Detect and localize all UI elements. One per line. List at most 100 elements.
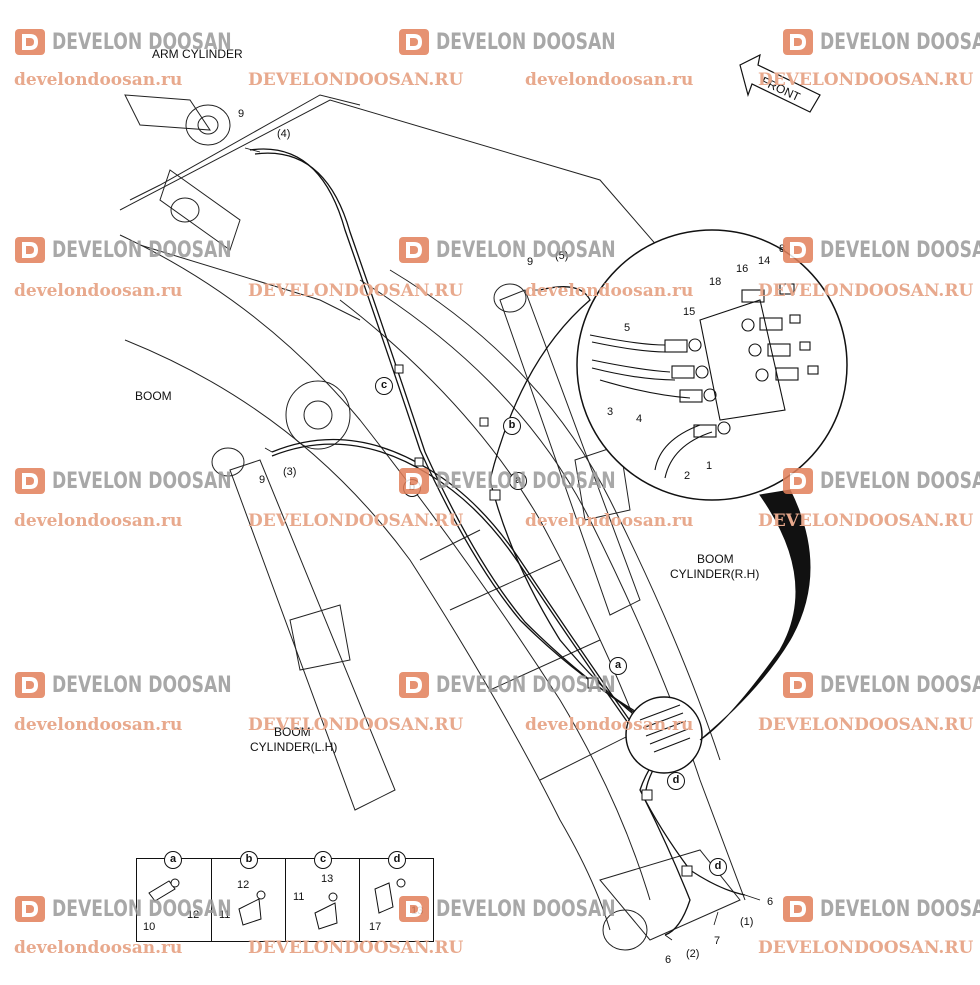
develon-logo-icon bbox=[399, 237, 429, 263]
fitting-row-4 bbox=[693, 283, 795, 438]
part-9-arm: 9 bbox=[238, 108, 245, 120]
develon-logo-icon bbox=[399, 468, 429, 494]
watermark-url: DEVELONDOOSAN.RU bbox=[248, 938, 464, 958]
watermark-brand: DEVELON DOOSAN bbox=[820, 896, 980, 922]
callout-d-upper: d bbox=[667, 772, 685, 790]
watermark-url: DEVELONDOOSAN.RU bbox=[758, 938, 974, 958]
develon-logo-icon bbox=[399, 29, 429, 55]
watermark-brand: DEVELON DOOSAN bbox=[436, 237, 616, 263]
part-7: 7 bbox=[714, 935, 721, 947]
watermark-logo: DEVELON DOOSAN bbox=[14, 669, 282, 701]
part-8: 8 bbox=[779, 243, 786, 255]
magnifier-pointer bbox=[699, 489, 811, 741]
boom-inner-1 bbox=[339, 299, 651, 761]
watermark-url: DEVELONDOOSAN.RU bbox=[248, 511, 464, 531]
part-3: 3 bbox=[607, 406, 614, 418]
watermark-logo: DEVELON DOOSAN bbox=[782, 893, 980, 925]
watermark-logo: DEVELON DOOSAN bbox=[398, 465, 666, 497]
detail-magnifier-small bbox=[625, 696, 703, 774]
watermark-url: DEVELONDOOSAN.RU bbox=[758, 281, 974, 301]
watermark-brand: DEVELON DOOSAN bbox=[820, 672, 980, 698]
callout-d-lower: d bbox=[709, 858, 727, 876]
develon-logo-icon bbox=[399, 672, 429, 698]
develon-logo-icon bbox=[15, 672, 45, 698]
hose-ref-2: (2) bbox=[686, 948, 700, 960]
boom-cross-2 bbox=[449, 559, 561, 611]
boom-cylinder-rh-label-line2: CYLINDER(R.H) bbox=[670, 567, 760, 581]
watermark-brand: DEVELON DOOSAN bbox=[436, 29, 616, 55]
detail-d-part-17: 17 bbox=[369, 921, 382, 933]
watermark-brand: DEVELON DOOSAN bbox=[436, 896, 616, 922]
detail-b-part-12: 12 bbox=[237, 879, 250, 891]
watermark-brand: DEVELON DOOSAN bbox=[820, 468, 980, 494]
hose-3 bbox=[271, 438, 641, 736]
boom-outline-left-2 bbox=[124, 339, 611, 931]
develon-logo-icon bbox=[15, 29, 45, 55]
develon-logo-icon bbox=[783, 237, 813, 263]
detail-c-part-11: 11 bbox=[293, 891, 305, 903]
detail-a-part-10: 10 bbox=[143, 921, 156, 933]
detail-c-part-13: 13 bbox=[321, 873, 334, 885]
watermark-url: develondoosan.ru bbox=[525, 511, 694, 531]
watermark-url: DEVELONDOOSAN.RU bbox=[248, 70, 464, 90]
clamp-double-icon bbox=[314, 892, 338, 930]
boom-cross-3 bbox=[489, 639, 601, 691]
develon-logo-icon bbox=[783, 29, 813, 55]
watermark-logo: DEVELON DOOSAN bbox=[398, 669, 666, 701]
hose-5 bbox=[489, 286, 656, 731]
arm-cylinder-label: ARM CYLINDER bbox=[152, 47, 243, 61]
watermark-url: DEVELONDOOSAN.RU bbox=[248, 281, 464, 301]
watermark-url: DEVELONDOOSAN.RU bbox=[758, 511, 974, 531]
boom-cross-1 bbox=[419, 529, 481, 561]
watermark-logo: DEVELON DOOSAN bbox=[782, 234, 980, 266]
boom-outline-left bbox=[119, 234, 651, 901]
clamp-bracket-icon bbox=[148, 878, 180, 902]
boom-inner-2 bbox=[389, 269, 721, 761]
detail-cell-c: c 13 11 bbox=[285, 851, 360, 941]
develon-logo-icon bbox=[15, 237, 45, 263]
watermark-brand: DEVELON DOOSAN bbox=[820, 237, 980, 263]
watermark-url: DEVELONDOOSAN.RU bbox=[758, 715, 974, 735]
part-9-lh: 9 bbox=[259, 474, 266, 486]
watermark-brand: DEVELON DOOSAN bbox=[436, 468, 616, 494]
watermark-url: develondoosan.ru bbox=[14, 70, 183, 90]
watermark-url: develondoosan.ru bbox=[14, 938, 183, 958]
hose-4 bbox=[249, 148, 651, 721]
detail-c-callout: c bbox=[314, 851, 332, 869]
boom-lower-end bbox=[599, 849, 741, 941]
watermark-logo: DEVELON DOOSAN bbox=[782, 26, 980, 58]
detail-a-callout: a bbox=[164, 851, 182, 869]
arm-cylinder-body bbox=[124, 94, 211, 131]
part-9-rh: 9 bbox=[527, 256, 534, 268]
boom-cylinder-rh-label-line1: BOOM bbox=[697, 552, 734, 566]
boom-label: BOOM bbox=[135, 389, 172, 403]
detail-d-callout: d bbox=[388, 851, 406, 869]
watermark-url: develondoosan.ru bbox=[14, 511, 183, 531]
detail-b-callout: b bbox=[240, 851, 258, 869]
front-arrow-icon bbox=[739, 53, 821, 113]
callout-b-upper: b bbox=[503, 417, 521, 435]
watermark-brand: DEVELON DOOSAN bbox=[52, 672, 232, 698]
boom-cylinder-lh-label-line1: BOOM bbox=[274, 725, 311, 739]
detail-magnifier-large bbox=[576, 229, 848, 501]
boom-top-plate bbox=[129, 94, 361, 201]
watermark-brand: DEVELON DOOSAN bbox=[52, 896, 232, 922]
watermark-url: DEVELONDOOSAN.RU bbox=[758, 70, 974, 90]
fitting-row-3 bbox=[679, 365, 819, 403]
part-14: 14 bbox=[758, 255, 771, 267]
boom-cylinder-rh bbox=[499, 289, 641, 616]
detail-cell-b: b 12 11 bbox=[211, 851, 286, 941]
part-18: 18 bbox=[709, 276, 722, 288]
watermark-logo: DEVELON DOOSAN bbox=[398, 26, 666, 58]
watermark-brand: DEVELON DOOSAN bbox=[820, 29, 980, 55]
hose-ref-1: (1) bbox=[740, 916, 754, 928]
develon-logo-icon bbox=[783, 672, 813, 698]
boom-cylinder-lh bbox=[229, 459, 396, 811]
boom-top-plate-2 bbox=[139, 244, 361, 321]
callout-c: c bbox=[375, 377, 393, 395]
callout-a-lower: a bbox=[609, 657, 627, 675]
develon-logo-icon bbox=[399, 896, 429, 922]
boom-cylinder-lh-label-line2: CYLINDER(L.H) bbox=[250, 740, 338, 754]
develon-logo-icon bbox=[783, 896, 813, 922]
